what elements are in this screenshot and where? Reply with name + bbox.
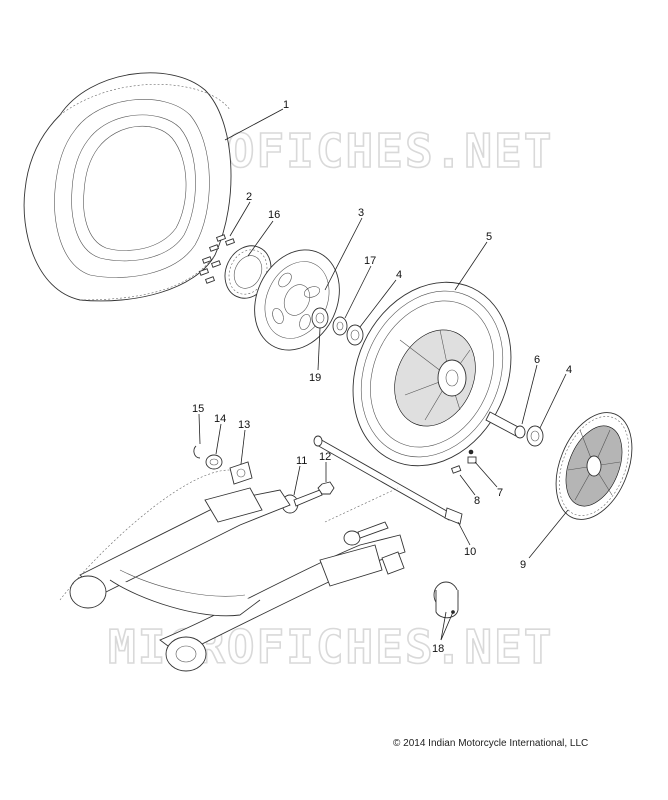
callout-7: 7 <box>497 487 503 499</box>
rotor-spacer <box>311 307 329 329</box>
valve-cap <box>450 465 462 474</box>
callout-17: 17 <box>364 255 376 267</box>
copyright-notice: © 2014 Indian Motorcycle International, … <box>393 738 589 749</box>
clip <box>193 445 201 459</box>
callout-3: 3 <box>358 207 364 219</box>
wheel-rim <box>352 281 512 467</box>
callout-2: 2 <box>246 191 252 203</box>
adjuster-plate <box>229 461 253 485</box>
leader-lines <box>198 108 569 641</box>
bearing-seal <box>332 316 348 336</box>
bearing-left <box>346 324 364 346</box>
bearing-right <box>526 425 544 447</box>
callout-6: 6 <box>534 354 540 366</box>
callout-16: 16 <box>268 209 280 221</box>
sprocket-pulley <box>555 412 633 520</box>
callout-4b: 4 <box>566 364 572 376</box>
axle <box>313 435 463 525</box>
swingarm <box>59 469 406 672</box>
callout-12: 12 <box>319 451 331 463</box>
callout-11: 11 <box>296 455 307 467</box>
callout-10: 10 <box>464 546 476 558</box>
callout-5: 5 <box>486 231 492 243</box>
washer <box>205 454 223 470</box>
callout-18: 18 <box>432 643 444 655</box>
callout-8: 8 <box>474 495 480 507</box>
tire <box>23 72 232 302</box>
bushings <box>433 581 459 619</box>
spacer <box>485 411 526 439</box>
callout-14: 14 <box>214 413 226 425</box>
nut <box>317 481 335 495</box>
callout-19: 19 <box>309 372 321 384</box>
callout-13: 13 <box>238 419 250 431</box>
callout-15: 15 <box>192 403 204 415</box>
callout-9: 9 <box>520 559 526 571</box>
callout-4a: 4 <box>396 269 402 281</box>
disc-bolts <box>198 234 236 284</box>
valve-stem <box>467 449 477 464</box>
callout-1: 1 <box>283 99 289 111</box>
